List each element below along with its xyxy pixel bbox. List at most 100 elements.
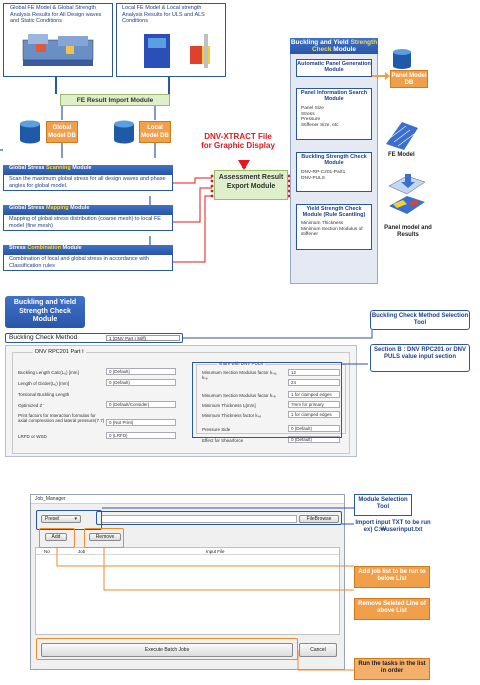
local-fe-image xyxy=(130,30,220,74)
local-fe-title: Local FE Model & Local strength Analysis… xyxy=(122,5,205,25)
method-tool-callout: Buckling Check Method Selection Tool xyxy=(370,310,470,330)
col-job: Job xyxy=(78,549,86,554)
field-label: Pressure Side xyxy=(202,427,231,432)
dnv-xtract-label: DNV-XTRACT File for Graphic Display xyxy=(201,132,275,150)
field-label: Length of Girder(Lᵤ) [mm] xyxy=(18,381,69,386)
arrow-local-down xyxy=(168,77,170,94)
add-button[interactable]: Add xyxy=(45,533,67,541)
panel-info-item: Stress xyxy=(301,111,315,117)
method-label: Buckling Check Method xyxy=(9,334,78,341)
combination-title-post: Module xyxy=(60,245,82,251)
preset-dropdown[interactable]: Presel ▾ xyxy=(41,515,81,523)
window-titlebar: Job_Manager xyxy=(31,495,344,504)
mapping-module-desc: Mapping of global stress distribution (c… xyxy=(3,214,173,231)
method-dropdown[interactable]: 1 (DNV Part I Stiff) xyxy=(106,335,180,341)
field-label: LRFD or WSD xyxy=(18,434,47,439)
middle-module-title: Buckling and Yield Strength Check Module xyxy=(5,296,85,328)
auto-panel-module: Automatic Panel Generation Module xyxy=(296,59,372,77)
mapping-title-pre: Global Stress xyxy=(9,205,46,211)
fe-import-module: FE Result Import Module xyxy=(60,94,170,106)
section-modulus-input-2[interactable]: 24 xyxy=(288,379,340,386)
rpc-groupbox: DNV RPC201 Part I xyxy=(12,349,350,454)
min-thickness-factor-select[interactable]: 1 for clamped edges xyxy=(288,411,340,418)
form-panel: DNV RPC201 Part I share with DNV PULS Bu… xyxy=(5,345,357,457)
global-fe-image xyxy=(18,30,98,72)
window-title: Job_Manager xyxy=(35,496,66,502)
buckling-item: DNV-PULS xyxy=(301,175,325,181)
bys-title-pre: Buckling and Yield xyxy=(290,38,351,46)
assessment-module: Assessment Result Export Module xyxy=(214,170,288,200)
yield-check-module: Yield Strength Check Module (Rule Scantl… xyxy=(296,204,372,250)
remove-button[interactable]: Remove xyxy=(89,533,121,541)
yield-check-title: Yield Strength Check Module (Rule Scantl… xyxy=(302,206,366,218)
field-label: Minumum Section Modulus factor kₛₐ, kₛₑ xyxy=(202,370,277,380)
scanning-module-header: Global Stress Scanning Module xyxy=(3,165,173,174)
col-no: No xyxy=(44,549,50,554)
panel-info-title: Panel Information Search Module xyxy=(300,90,368,102)
buckling-length-input[interactable]: 0 (Default) xyxy=(106,368,176,375)
middle-connectors xyxy=(183,330,373,365)
section-b-highlight xyxy=(192,362,342,438)
field-label: Minimum Thickness tᵥ[mm] xyxy=(202,403,256,408)
field-label: Minimum Thickness factor kₛₑ xyxy=(202,413,262,418)
panel-db-box: Panel Model DB xyxy=(390,70,428,88)
puls-groupbox: share with DNV PULS xyxy=(196,361,346,434)
method-value: 1 (DNV Part I Stiff) xyxy=(109,336,147,341)
chevron-down-icon: ▾ xyxy=(74,516,77,522)
remove-highlight xyxy=(84,528,124,548)
buckling-check-module: Buckling Strength Check Module DNV-RP-C2… xyxy=(296,152,372,192)
panel-results-label: Panel model and Results xyxy=(384,225,432,238)
puls-title: share with DNV PULS xyxy=(217,361,266,366)
pressure-side-select[interactable]: 0 (Default) xyxy=(288,425,340,432)
scanning-title-hl: Scanning xyxy=(46,165,71,171)
group-title: DNV RPC201 Part I xyxy=(33,349,86,355)
preset-highlight xyxy=(36,510,102,530)
scanning-title-pre: Global Stress xyxy=(9,165,46,171)
execute-highlight xyxy=(36,638,298,660)
col-input: Input File xyxy=(206,549,225,554)
local-db-box: Local Model DB xyxy=(139,121,171,143)
field-label: Buckling Length Calc(Lᵤ) [mm] xyxy=(18,370,79,375)
execute-batch-button[interactable]: Execute Batch Jobs xyxy=(41,643,293,657)
panel-info-module: Panel Information Search Module Panel Si… xyxy=(296,88,372,140)
buckling-check-title: Buckling Strength Check Module xyxy=(301,154,367,166)
optimized-z-select[interactable]: 0 (Default/Consider) xyxy=(106,401,176,408)
filebrowse-button[interactable]: FileBrowse xyxy=(299,515,339,523)
print-factors-select[interactable]: 0 (Not Print) xyxy=(106,419,176,426)
mapping-title-hl: Mapping xyxy=(46,205,69,211)
arrow-global-down xyxy=(55,77,57,94)
module-selection-callout: Module Selection Tool xyxy=(354,494,412,516)
mapping-module-header: Global Stress Mapping Module xyxy=(3,205,173,214)
combination-title-hl: Combination xyxy=(27,245,61,251)
yield-item: Minimum Section Modulus of stiffener xyxy=(301,226,363,238)
global-db-icon xyxy=(19,120,41,144)
job-list-table[interactable]: No Job Input File xyxy=(35,547,340,635)
combination-module-desc: Combination of local and global stress i… xyxy=(3,254,173,271)
local-db-icon xyxy=(113,120,135,144)
bottom-connectors xyxy=(56,507,354,671)
girder-length-input[interactable]: 0 (Default) xyxy=(106,379,176,386)
field-label: Torsional Buckling Length xyxy=(18,392,70,397)
global-db-box: Global Model DB xyxy=(46,121,78,143)
cancel-button[interactable]: Cancel xyxy=(299,643,337,657)
buckling-item: DNV-RP-C201-Part1 xyxy=(301,170,346,175)
min-thickness-select[interactable]: 7mm for primary xyxy=(288,401,340,408)
add-callout: Add job list to be run to below List xyxy=(354,566,430,588)
section-modulus-factor-select[interactable]: 1 for clamped edges xyxy=(288,391,340,398)
shearforce-select[interactable]: 0 (Default) xyxy=(288,436,340,443)
bys-module-header: Buckling and Yield Strength Check Module xyxy=(290,38,378,54)
combination-title-pre: Stress xyxy=(9,245,28,251)
bys-title-hl: Strength Check xyxy=(311,38,378,54)
field-label: Optimized Z⁻ xyxy=(18,403,45,408)
section-b-callout: Section B : DNV RPC201 or DNV PULS value… xyxy=(370,344,470,372)
import-callout: Import input TXT to be run ex) C:₩userin… xyxy=(355,520,431,533)
file-highlight xyxy=(96,511,342,525)
mapping-title-post: Module xyxy=(68,205,90,211)
section-modulus-input-1[interactable]: 12 xyxy=(288,369,340,376)
panel-db-icon xyxy=(392,48,412,70)
panel-info-item: Stiffener Size, etc xyxy=(301,122,339,128)
lrfd-select[interactable]: 0 (LRFD) xyxy=(106,432,176,439)
field-label: Minumum Section Modulus factor kₛₑ xyxy=(202,393,276,398)
add-highlight xyxy=(39,528,75,548)
panel-results-image xyxy=(385,168,429,222)
